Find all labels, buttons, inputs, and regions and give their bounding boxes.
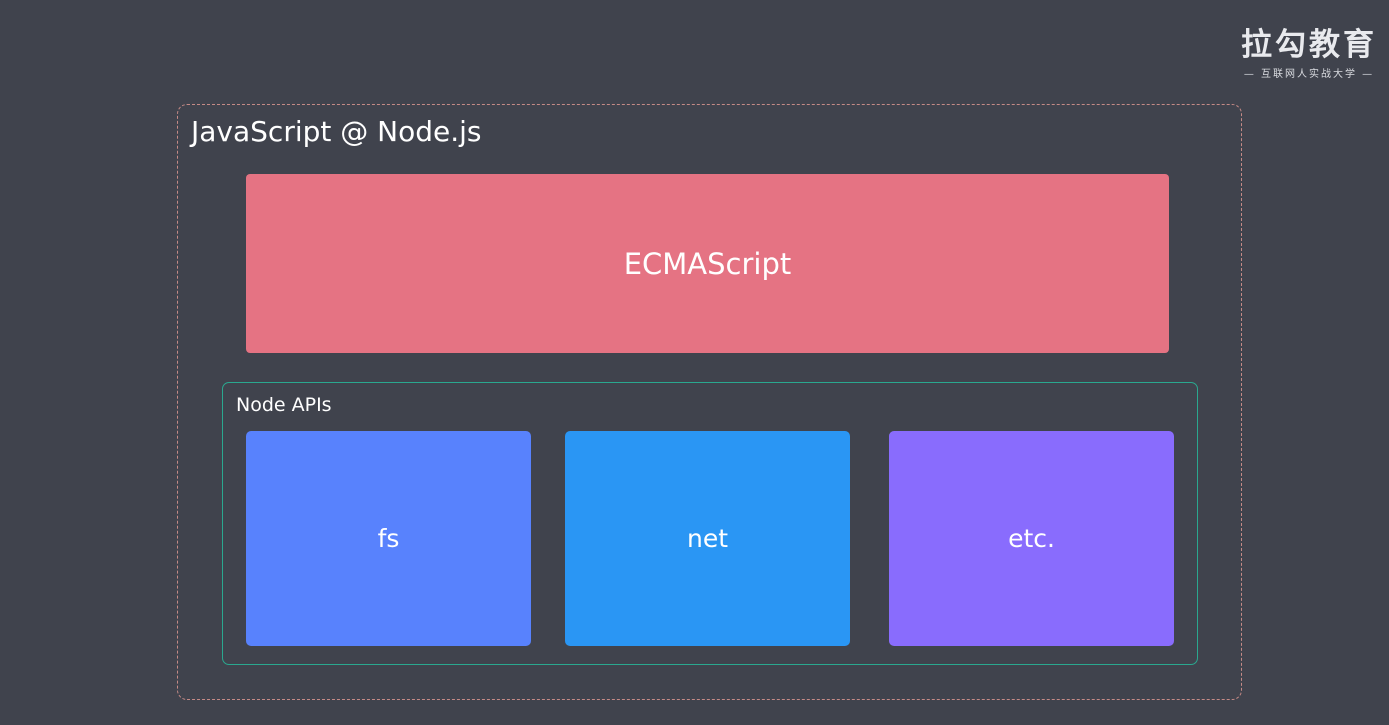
api-label-net: net bbox=[686, 524, 729, 553]
node-apis-label: Node APIs bbox=[236, 394, 332, 416]
ecmascript-block: ECMAScript bbox=[246, 174, 1169, 353]
ecmascript-label: ECMAScript bbox=[623, 246, 792, 281]
nodejs-runtime-container bbox=[177, 104, 1242, 700]
api-block-etc: etc. bbox=[889, 431, 1174, 646]
api-block-fs: fs bbox=[246, 431, 531, 646]
brand-logo-tagline: — 互联网人实战大学 — bbox=[1243, 69, 1375, 80]
api-label-etc: etc. bbox=[1008, 524, 1055, 553]
node-apis-container bbox=[222, 382, 1198, 665]
api-block-net: net bbox=[565, 431, 850, 646]
brand-logo-main: 拉勾教育 bbox=[1241, 27, 1377, 63]
runtime-title: JavaScript @ Node.js bbox=[191, 115, 482, 148]
api-label-fs: fs bbox=[377, 524, 400, 553]
brand-logo: 拉勾教育 — 互联网人实战大学 — bbox=[1234, 26, 1384, 82]
